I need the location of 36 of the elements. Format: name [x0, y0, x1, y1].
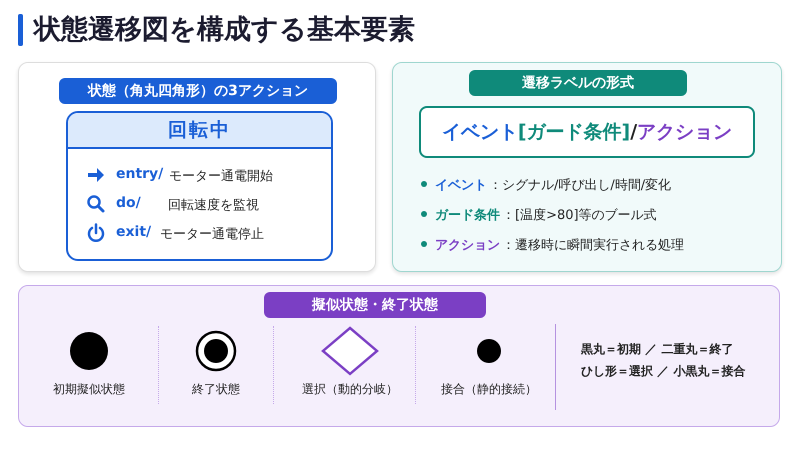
- panel-card: [392, 62, 782, 272]
- choice-diamond: [321, 326, 379, 376]
- term-description: ：シグナル/呼び出し/時間/変化: [489, 177, 672, 194]
- panel-card: [18, 62, 376, 272]
- term-label: ガード条件: [435, 207, 500, 224]
- final-state-symbol: [194, 329, 238, 373]
- section-header: 遷移ラベルの形式: [469, 70, 687, 96]
- term-label: アクション: [435, 237, 500, 254]
- term-description: ：[温度>80]等のブール式: [502, 207, 657, 224]
- legend-note: ひし形＝選択 ／ 小黒丸＝接合: [581, 363, 746, 380]
- legend-note: 黒丸＝初期 ／ 二重丸＝終了: [581, 341, 734, 358]
- section-header: 状態（角丸四角形）の3アクション: [59, 78, 337, 104]
- shape-caption: 接合（静的接続）: [440, 381, 538, 398]
- junction-dot: [475, 337, 503, 365]
- term-label: イベント: [435, 177, 487, 194]
- term-description: ：遷移時に瞬間実行される処理: [502, 237, 684, 254]
- action-description: 回転速度を監視: [168, 197, 259, 214]
- shape-caption: 終了状態: [191, 381, 241, 398]
- format-part: アクション: [637, 120, 732, 145]
- action-description: モーター通電開始: [169, 168, 273, 185]
- panel-card: [18, 285, 780, 427]
- action-keyword: do/: [116, 195, 141, 211]
- state-box: [66, 111, 333, 261]
- action-description: モーター通電停止: [160, 226, 264, 243]
- action-keyword: exit/: [116, 224, 152, 240]
- section-header: 擬似状態・終了状態: [264, 292, 486, 318]
- format-part: [ガード条件]: [518, 120, 630, 145]
- initial-state-dot: [68, 330, 110, 372]
- format-part: イベント: [442, 120, 518, 145]
- action-keyword: entry/: [116, 166, 164, 182]
- state-name: 回転中: [168, 118, 231, 143]
- shape-caption: 初期擬似状態: [52, 381, 126, 398]
- shape-caption: 選択（動的分岐）: [301, 381, 399, 398]
- transition-label-box: [419, 106, 755, 158]
- title: 状態遷移図を構成する基本要素: [34, 13, 415, 47]
- format-part: /: [630, 121, 638, 143]
